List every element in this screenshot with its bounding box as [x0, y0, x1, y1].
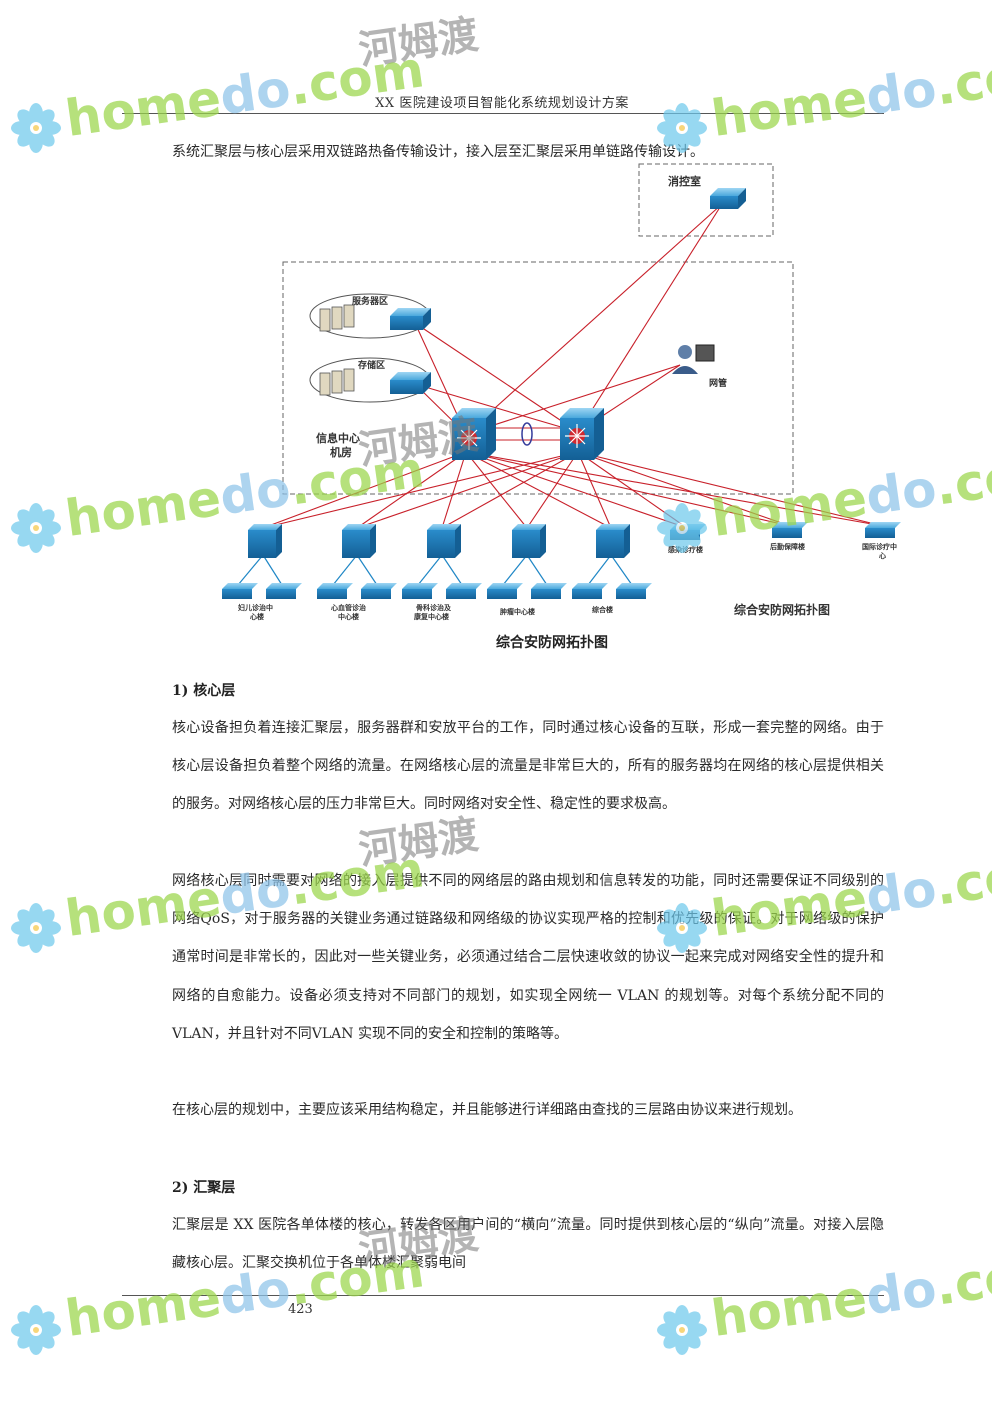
storage-rack-icon	[319, 368, 355, 396]
link-aggregation-mark	[521, 422, 533, 446]
server-rack-icon	[319, 304, 355, 332]
paragraph: 网络核心层同时需要对网络的接入层提供不同的网络层的路由规划和信息转发的功能，同时…	[172, 873, 884, 1042]
section-heading-aggregation: 2) 汇聚层	[172, 1180, 236, 1196]
header-divider	[122, 113, 884, 114]
building-label: 心血管诊治	[331, 603, 366, 612]
flower-logo-icon	[11, 903, 61, 953]
fire-control-box	[638, 163, 774, 237]
paragraph: 汇聚层是 XX 医院各单体楼的核心，转发各区用户间的“横向”流量。同时提供到核心…	[172, 1217, 884, 1272]
storage-zone-label: 存储区	[358, 359, 385, 371]
building-label: 国际诊疗中	[862, 542, 897, 551]
core-switch-2-icon	[560, 408, 604, 460]
flower-logo-icon	[11, 1305, 61, 1355]
building-label: 肿瘤中心楼	[499, 607, 535, 616]
server-zone-switch-icon	[390, 308, 431, 330]
core-switch-1-icon	[452, 408, 496, 460]
fire-control-label: 消控室	[668, 174, 701, 188]
diagram-inner-title: 综合安防网拓扑图	[734, 602, 830, 617]
building-label: 中心楼	[338, 612, 359, 621]
building-label: 心楼	[250, 612, 264, 621]
page-number: 423	[288, 1302, 313, 1317]
storage-zone-switch-icon	[390, 372, 431, 394]
building-label: 心	[879, 551, 886, 560]
page-header: XX 医院建设项目智能化系统规划设计方案	[375, 96, 629, 111]
building-label: 骨科诊治及	[416, 603, 452, 612]
network-topology-diagram: 消控室 服务器区 存储区 网管 信息中心 机房 妇儿诊治中 心楼 心血管诊治 中…	[222, 163, 901, 621]
network-management-user-icon	[672, 344, 715, 374]
figure-caption: 综合安防网拓扑图	[496, 635, 608, 651]
fire-control-switch-icon	[710, 188, 746, 209]
aggregation-switches	[248, 524, 630, 558]
info-center-label-2: 机房	[330, 445, 352, 459]
intro-paragraph: 系统汇聚层与核心层采用双链路热备传输设计，接入层至汇聚层采用单链路传输设计。	[172, 144, 704, 160]
network-mgmt-label: 网管	[709, 377, 727, 389]
link-lines	[262, 203, 884, 529]
building-label: 妇儿诊治中	[237, 603, 273, 612]
building-label: 综合楼	[592, 605, 613, 614]
access-links	[237, 554, 633, 586]
building-label: 后勤保障楼	[770, 542, 805, 551]
footer-divider	[122, 1295, 884, 1296]
right-building-switches	[670, 522, 901, 540]
info-center-box	[282, 261, 794, 495]
paragraph: 在核心层的规划中，主要应该采用结构稳定，并且能够进行详细路由查找的三层路由协议来…	[172, 1102, 802, 1118]
flower-logo-icon	[657, 1305, 707, 1355]
access-switches	[222, 583, 652, 599]
section-heading-core: 1) 核心层	[172, 683, 236, 699]
info-center-label-1: 信息中心	[316, 431, 360, 445]
paragraph: 核心设备担负着连接汇聚层，服务器群和安放平台的工作，同时通过核心设备的互联，形成…	[172, 720, 884, 813]
building-label: 感染诊疗楼	[668, 545, 703, 554]
building-label: 康复中心楼	[414, 612, 449, 621]
server-zone-label: 服务器区	[352, 295, 388, 307]
